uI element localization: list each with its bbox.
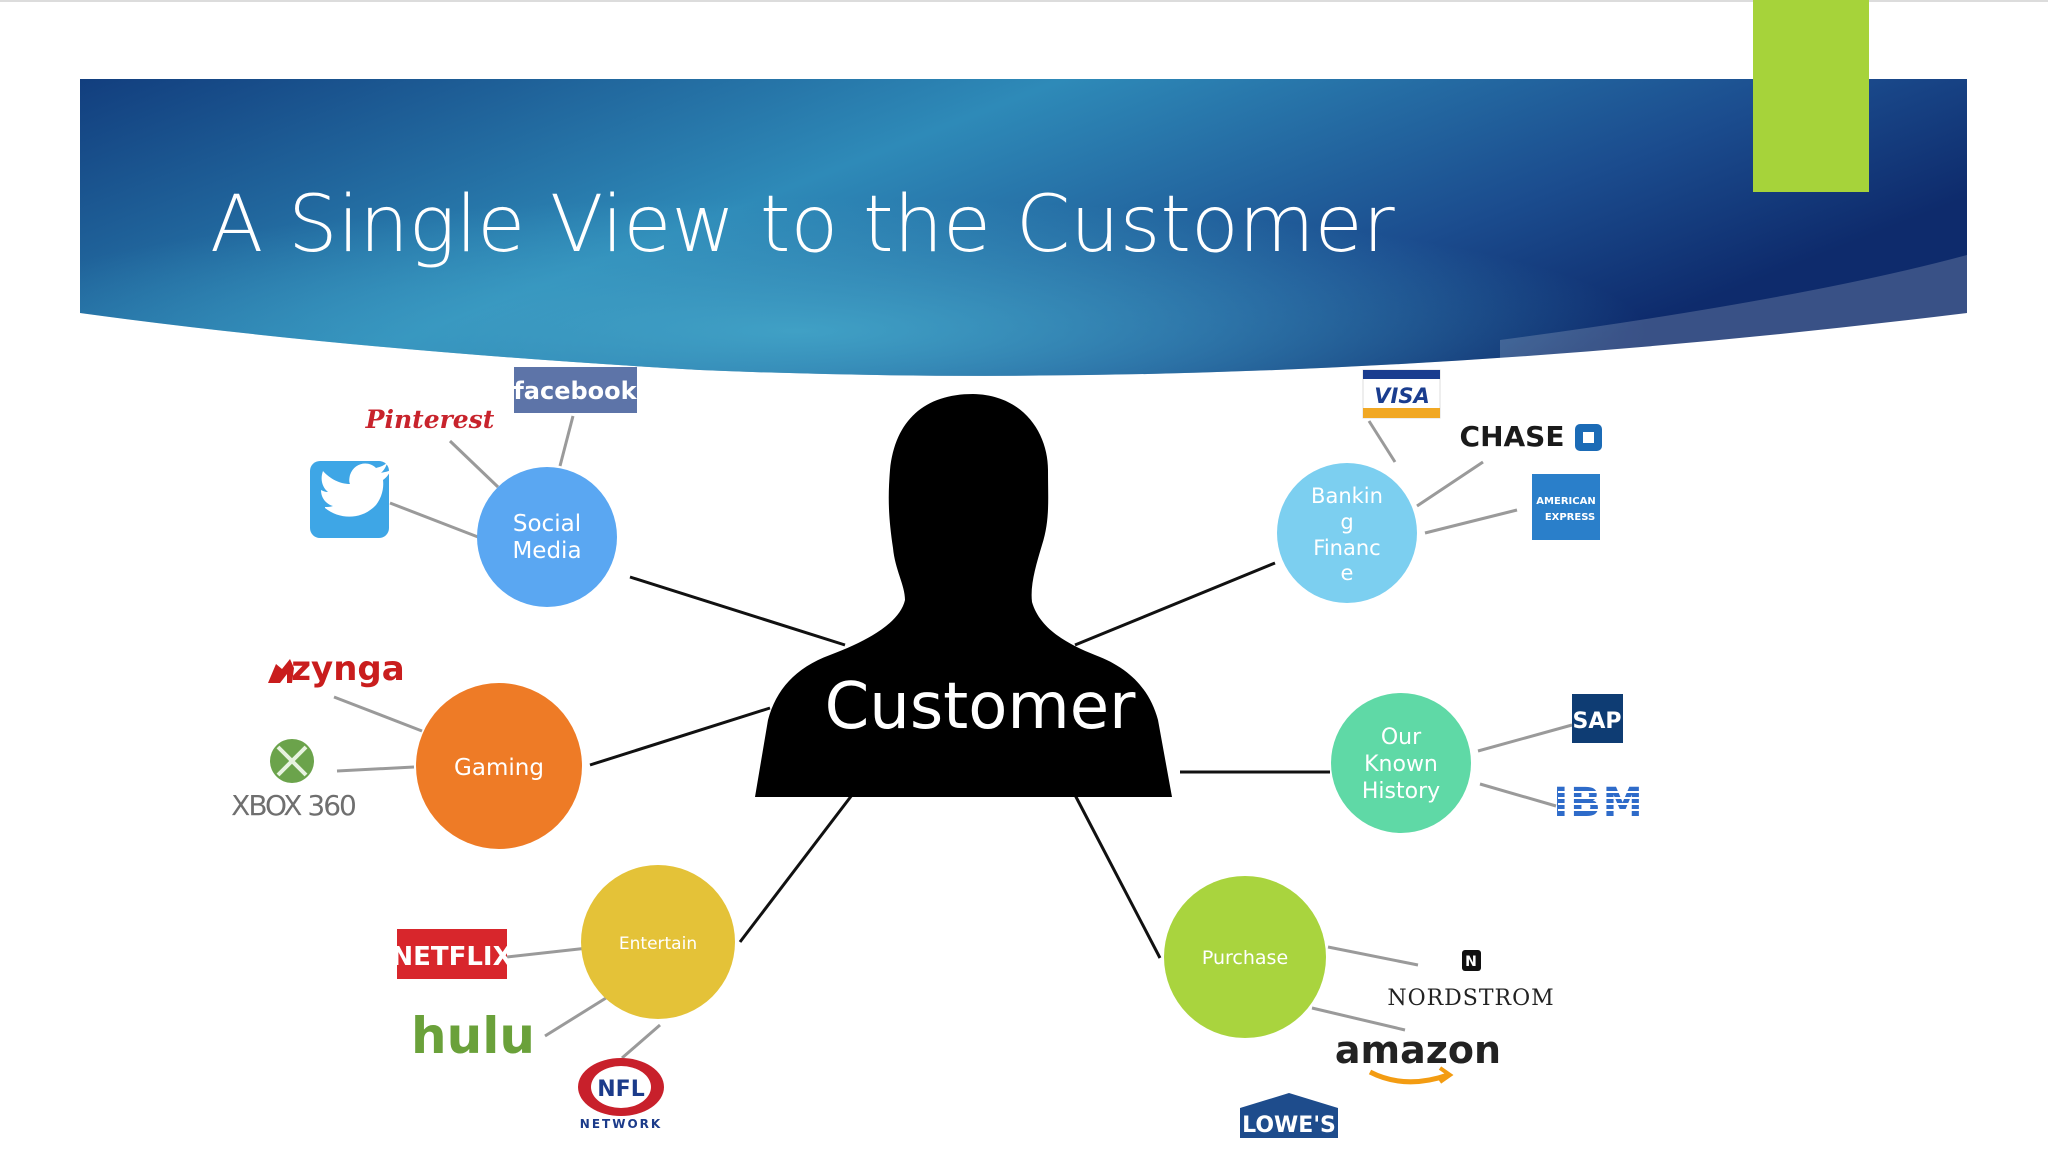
facebook-logo: facebook <box>513 367 638 413</box>
slide-title: A Single View to the Customer <box>210 180 1395 270</box>
amazon-text: amazon <box>1335 1028 1501 1072</box>
netflix-text: NETFLIX <box>391 942 512 972</box>
amex-logo: AMERICAN EXPRESS <box>1532 474 1600 540</box>
node-label: Bankin <box>1311 484 1383 508</box>
zynga-logo: zynga <box>268 649 405 689</box>
hub-label: Customer <box>825 670 1137 744</box>
hub-connectors <box>589 561 1330 959</box>
nordstrom-badge-text: N <box>1465 954 1477 970</box>
nfl-network-text: NETWORK <box>580 1117 662 1131</box>
node-our-known-history[interactable]: Our Known History <box>1331 693 1471 833</box>
facebook-text: facebook <box>513 377 637 405</box>
node-social-media[interactable]: Social Media <box>477 467 617 607</box>
chase-text: CHASE <box>1460 420 1565 453</box>
lowes-text: LOWE'S <box>1242 1113 1336 1138</box>
node-label: Known <box>1364 752 1438 777</box>
zynga-dog-icon <box>268 659 294 683</box>
title-banner <box>80 79 1967 376</box>
amex-text-1: AMERICAN <box>1536 496 1595 507</box>
visa-text: VISA <box>1374 384 1429 408</box>
zynga-text: zynga <box>291 649 404 689</box>
top-border <box>0 0 2048 2</box>
node-label: Gaming <box>454 755 544 781</box>
nfl-network-logo: NFL NETWORK <box>578 1058 664 1131</box>
xbox-logo: XBOX 360 <box>231 739 357 822</box>
hulu-text: hulu <box>411 1007 535 1065</box>
nordstrom-text: NORDSTROM <box>1387 986 1554 1011</box>
twitter-bird-icon <box>321 463 391 517</box>
nfl-text: NFL <box>597 1077 644 1102</box>
node-label: Our <box>1381 725 1422 750</box>
node-purchase[interactable]: Purchase <box>1164 876 1326 1038</box>
node-entertainment[interactable]: Entertain <box>581 865 735 1019</box>
lowes-logo: LOWE'S <box>1240 1093 1338 1138</box>
visa-logo: VISA <box>1362 369 1441 419</box>
node-banking-finance[interactable]: Bankin g Financ e <box>1277 463 1417 603</box>
node-gaming[interactable]: Gaming <box>416 683 582 849</box>
amazon-smile-icon <box>1368 1069 1449 1085</box>
sap-text: SAP <box>1573 709 1622 734</box>
accent-tab <box>1753 0 1869 192</box>
node-label: Media <box>512 538 581 564</box>
xbox-text: XBOX 360 <box>231 789 355 822</box>
nordstrom-logo: N NORDSTROM <box>1387 950 1554 1011</box>
amazon-logo: amazon <box>1335 1028 1501 1085</box>
twitter-logo <box>310 461 391 538</box>
pinterest-text: Pinterest <box>365 405 495 434</box>
ibm-logo: IBM <box>1553 780 1644 826</box>
logo-connectors <box>333 415 1573 1060</box>
chase-logo: CHASE <box>1460 420 1602 453</box>
netflix-logo: NETFLIX <box>391 929 513 979</box>
node-label: e <box>1341 561 1354 585</box>
lowes-house-icon <box>1240 1093 1338 1138</box>
chase-octagon-icon <box>1575 424 1602 451</box>
node-label: Financ <box>1313 536 1380 560</box>
pinterest-logo: Pinterest <box>365 405 495 434</box>
customer-hub[interactable]: Customer <box>755 394 1172 797</box>
node-label: Entertain <box>619 934 697 954</box>
sap-logo: SAP <box>1572 694 1623 743</box>
hulu-logo: hulu <box>411 1007 535 1065</box>
amex-text-2: EXPRESS <box>1545 512 1595 523</box>
node-label: History <box>1362 779 1440 804</box>
node-label: Purchase <box>1202 947 1288 969</box>
node-label: Social <box>513 511 581 537</box>
node-label: g <box>1340 510 1353 534</box>
person-silhouette-icon <box>755 394 1172 797</box>
